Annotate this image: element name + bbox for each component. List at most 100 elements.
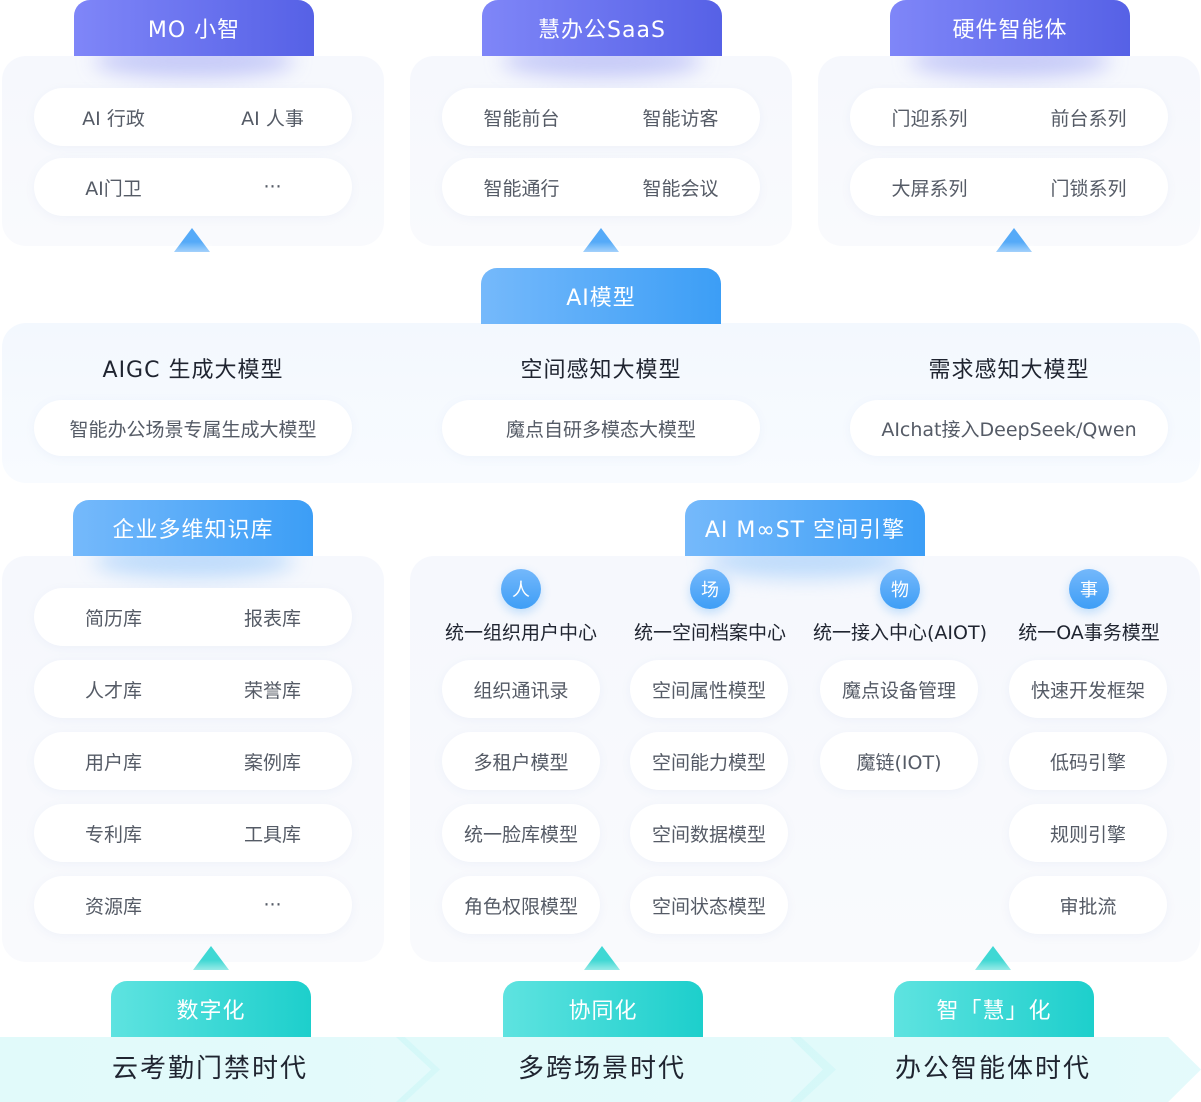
hardware-panel: [818, 56, 1200, 246]
mo-item-ai-hr: AI 人事: [241, 107, 304, 130]
engine-item-face-lib-label: 统一脸库模型: [463, 823, 578, 846]
engine-item-role-perm: 角色权限模型: [442, 876, 600, 934]
mo-panel: [2, 56, 384, 246]
digital-up-arrow-icon: [191, 946, 231, 984]
ai-model-item-demand-label: AIchat接入DeepSeek/Qwen: [881, 418, 1137, 441]
engine-item-space-data: 空间数据模型: [630, 804, 788, 862]
knowledge-row-1: 简历库 报表库: [34, 588, 352, 646]
ai-model-item-demand: AIchat接入DeepSeek/Qwen: [850, 400, 1168, 456]
era-label-multi-scene: 多跨场景时代: [517, 1054, 686, 1084]
engine-item-dev-framework: 快速开发框架: [1009, 660, 1167, 718]
mo-up-arrow-icon: [172, 228, 212, 266]
engine-item-multi-tenant: 多租户模型: [442, 732, 600, 790]
ai-model-item-space-label: 魔点自研多模态大模型: [505, 418, 696, 441]
era-segment-2: [396, 1037, 836, 1102]
collab-up-arrow-icon: [582, 946, 622, 984]
engine-item-space-attr-label: 空间属性模型: [651, 679, 766, 702]
mo-item-more: ···: [263, 176, 282, 198]
hardware-up-arrow-icon: [994, 228, 1034, 266]
engine-item-space-ability: 空间能力模型: [630, 732, 788, 790]
knowledge-item-user: 用户库: [84, 751, 142, 774]
knowledge-tab: 企业多维知识库: [73, 500, 313, 556]
engine-item-space-state: 空间状态模型: [630, 876, 788, 934]
knowledge-item-case: 案例库: [243, 751, 301, 774]
knowledge-item-resume: 简历库: [84, 607, 142, 630]
mo-item-ai-guard: AI门卫: [85, 177, 142, 200]
smart-up-arrow-icon: [973, 946, 1013, 984]
knowledge-item-patent: 专利库: [84, 823, 142, 846]
era-label-agent: 办公智能体时代: [894, 1054, 1091, 1084]
knowledge-row-4: 专利库 工具库: [34, 804, 352, 862]
era-label-attendance: 云考勤门禁时代: [111, 1054, 308, 1084]
hardware-item-screen: 大屏系列: [891, 177, 968, 200]
engine-item-iot-link-label: 魔链(IOT): [856, 751, 942, 774]
hardware-row-2: 大屏系列 门锁系列: [850, 158, 1168, 216]
era-segment-3: [790, 1037, 1201, 1102]
knowledge-item-more: ···: [263, 894, 282, 916]
hardware-item-lock: 门锁系列: [1050, 177, 1127, 200]
engine-item-iot-link: 魔链(IOT): [820, 732, 978, 790]
engine-item-rule-engine-label: 规则引擎: [1049, 823, 1126, 846]
era-tab-digital: 数字化: [111, 981, 311, 1037]
knowledge-row-3: 用户库 案例库: [34, 732, 352, 790]
engine-item-org-directory: 组织通讯录: [442, 660, 600, 718]
saas-up-arrow-icon: [581, 228, 621, 266]
engine-badge-affairs: 事: [1069, 569, 1109, 609]
knowledge-row-2: 人才库 荣誉库: [34, 660, 352, 718]
hardware-row-1: 门迎系列 前台系列: [850, 88, 1168, 146]
engine-item-dev-framework-label: 快速开发框架: [1030, 679, 1145, 702]
engine-tab: AI M∞ST 空间引擎: [685, 500, 925, 556]
saas-panel: [410, 56, 792, 246]
engine-item-device-mgmt-label: 魔点设备管理: [841, 679, 956, 702]
knowledge-item-resource: 资源库: [84, 895, 142, 918]
engine-title-affairs: 统一OA事务模型: [1018, 622, 1160, 644]
saas-item-meeting: 智能会议: [642, 177, 719, 200]
engine-item-low-code: 低码引擎: [1009, 732, 1167, 790]
ai-model-title-space: 空间感知大模型: [520, 358, 682, 383]
engine-item-face-lib: 统一脸库模型: [442, 804, 600, 862]
engine-title-space: 统一空间档案中心: [633, 622, 786, 644]
knowledge-item-honor: 荣誉库: [243, 679, 301, 702]
ai-model-title-aigc: AIGC 生成大模型: [102, 358, 284, 383]
engine-badge-people: 人: [501, 569, 541, 609]
mo-tab: MO 小智: [74, 0, 314, 56]
engine-item-rule-engine: 规则引擎: [1009, 804, 1167, 862]
hardware-item-reception: 前台系列: [1050, 107, 1127, 130]
engine-item-low-code-label: 低码引擎: [1049, 751, 1126, 774]
engine-title-people: 统一组织用户中心: [444, 622, 597, 644]
ai-model-title-demand: 需求感知大模型: [928, 358, 1090, 383]
engine-item-space-attr: 空间属性模型: [630, 660, 788, 718]
engine-item-org-directory-label: 组织通讯录: [473, 679, 569, 702]
engine-item-space-ability-label: 空间能力模型: [651, 751, 766, 774]
era-segment-1: [0, 1037, 440, 1102]
engine-item-approval: 审批流: [1009, 876, 1167, 934]
engine-title-things: 统一接入中心(AIOT): [813, 622, 987, 644]
ai-model-item-aigc: 智能办公场景专属生成大模型: [34, 400, 352, 456]
saas-item-visitor: 智能访客: [642, 107, 719, 130]
engine-item-role-perm-label: 角色权限模型: [463, 895, 578, 918]
knowledge-row-5: 资源库 ···: [34, 876, 352, 934]
mo-item-ai-admin: AI 行政: [82, 107, 145, 130]
engine-item-device-mgmt: 魔点设备管理: [820, 660, 978, 718]
engine-item-multi-tenant-label: 多租户模型: [473, 751, 569, 774]
ai-model-tab: AI模型: [481, 268, 721, 324]
era-tab-collab: 协同化: [503, 981, 703, 1037]
saas-item-access: 智能通行: [483, 177, 560, 200]
saas-tab: 慧办公SaaS: [482, 0, 722, 56]
engine-item-space-data-label: 空间数据模型: [651, 823, 766, 846]
era-band: [0, 1037, 1201, 1102]
engine-badge-space: 场: [690, 569, 730, 609]
ai-model-item-space: 魔点自研多模态大模型: [442, 400, 760, 456]
knowledge-item-tool: 工具库: [243, 823, 301, 846]
mo-row-2: AI门卫 ···: [34, 158, 352, 216]
saas-item-front-desk: 智能前台: [483, 107, 560, 130]
engine-item-space-state-label: 空间状态模型: [651, 895, 766, 918]
knowledge-item-talent: 人才库: [84, 679, 142, 702]
saas-row-1: 智能前台 智能访客: [442, 88, 760, 146]
hardware-item-greeter: 门迎系列: [891, 107, 968, 130]
engine-item-approval-label: 审批流: [1059, 895, 1117, 918]
knowledge-item-report: 报表库: [243, 607, 301, 630]
hardware-tab: 硬件智能体: [890, 0, 1130, 56]
mo-row-1: AI 行政 AI 人事: [34, 88, 352, 146]
saas-row-2: 智能通行 智能会议: [442, 158, 760, 216]
